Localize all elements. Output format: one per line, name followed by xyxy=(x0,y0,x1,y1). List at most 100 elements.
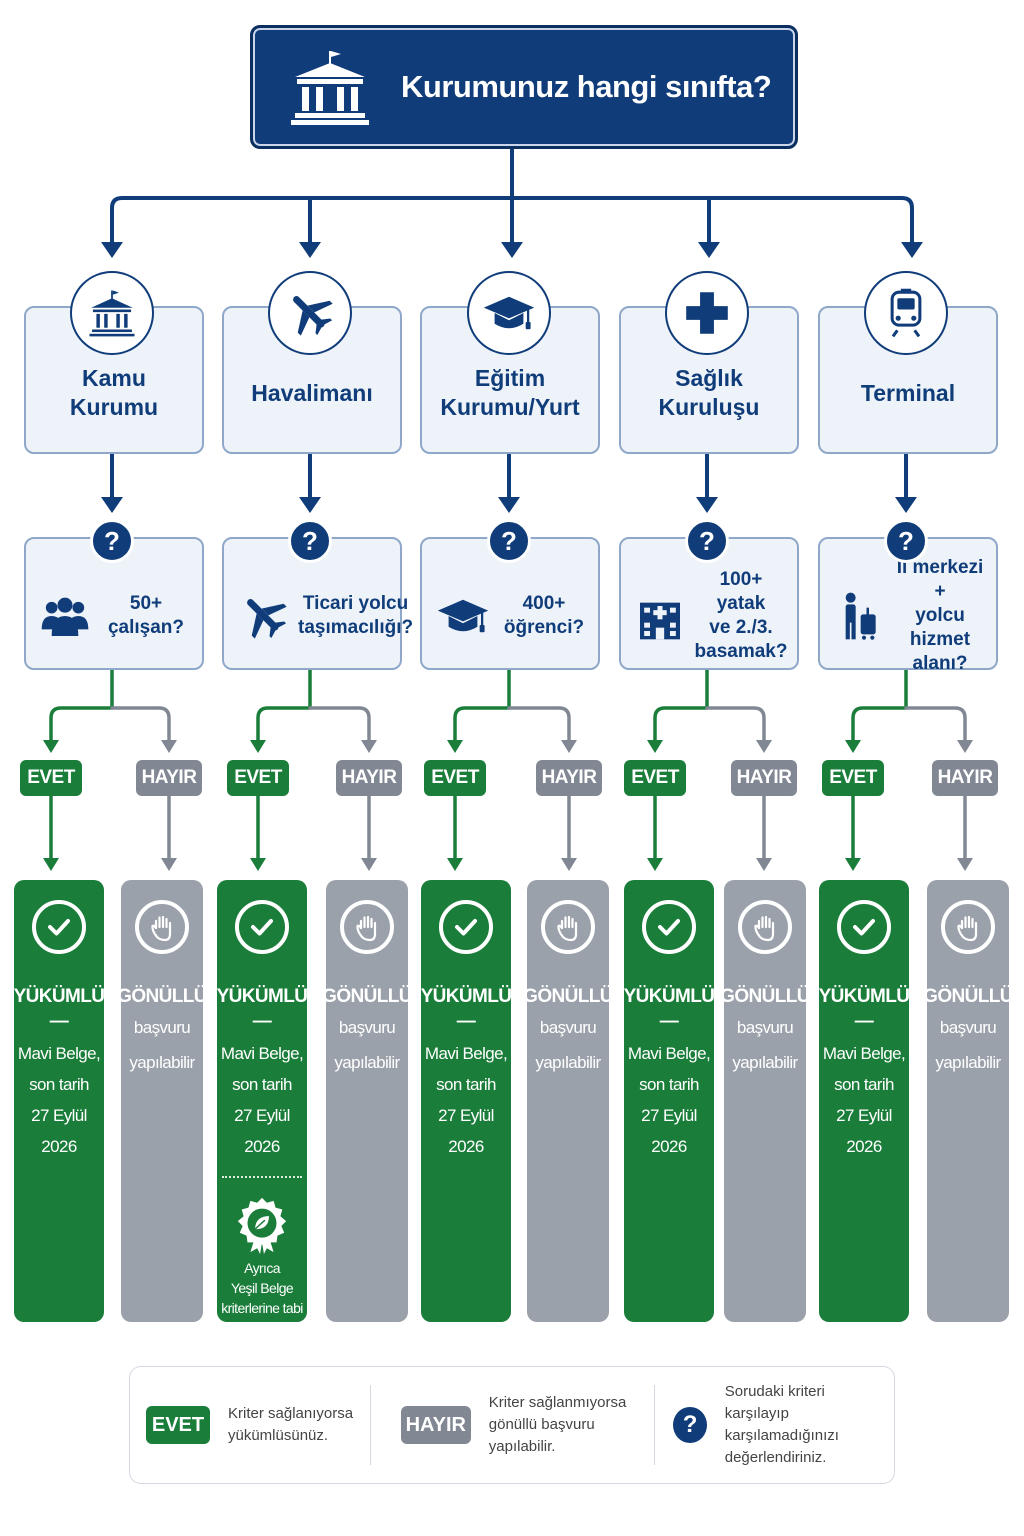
check-icon xyxy=(642,900,696,954)
airplane-icon xyxy=(268,271,352,355)
question-line: İl merkezi + xyxy=(896,556,984,602)
legend-question-icon: ? xyxy=(673,1407,707,1443)
result-line: Mavi Belge, xyxy=(627,1044,711,1063)
check-icon xyxy=(837,900,891,954)
medical-cross-icon xyxy=(665,271,749,355)
hospital-building-icon xyxy=(635,591,685,641)
question-mark-icon: ? xyxy=(90,519,134,563)
category-label-line: Eğitim xyxy=(474,365,546,391)
result-title: YÜKÜMLÜ xyxy=(13,986,105,1007)
question-line: çalışan? xyxy=(107,616,185,638)
result-title: YÜKÜMLÜ xyxy=(623,986,715,1007)
result-title: GÖNÜLLÜ xyxy=(523,986,613,1007)
result-dash: — xyxy=(49,1011,69,1032)
check-icon xyxy=(32,900,86,954)
result-line: Mavi Belge, xyxy=(220,1044,304,1063)
category-label: Terminal xyxy=(861,379,955,408)
result-line: son tarih xyxy=(834,1075,894,1094)
graduation-cap-icon xyxy=(467,271,551,355)
category-label-line: Terminal xyxy=(860,379,956,406)
result-line: 27 Eylül 2026 xyxy=(438,1106,494,1156)
result-line: yapılabilir xyxy=(732,1053,798,1072)
category-label-line: Havalimanı xyxy=(251,379,373,406)
no-pill: HAYIR xyxy=(932,760,998,796)
result-title: YÜKÜMLÜ xyxy=(216,986,308,1007)
institution-icon xyxy=(291,51,369,125)
result-dash: — xyxy=(659,1011,679,1032)
question-line: 400+ xyxy=(522,592,566,614)
result-line: başvuru xyxy=(539,1018,597,1037)
result-title: YÜKÜMLÜ xyxy=(420,986,512,1007)
question-line: alanı? xyxy=(912,652,968,674)
yes-pill: EVET xyxy=(822,760,884,796)
question-line: taşımacılığı? xyxy=(298,616,414,638)
no-pill: HAYIR xyxy=(536,760,602,796)
result-line: 27 Eylül 2026 xyxy=(836,1106,892,1156)
graduation-cap-icon xyxy=(436,591,490,641)
title-box: Kurumunuz hangi sınıfta? xyxy=(250,25,798,149)
result-dash: — xyxy=(456,1011,476,1032)
result-dash: — xyxy=(854,1011,874,1032)
question-line: Ticari yolcu xyxy=(302,592,409,614)
legend-divider xyxy=(369,1385,371,1465)
category-label-line: Kuruluşu xyxy=(658,394,760,420)
question-line: basamak? xyxy=(694,640,788,662)
no-pill: HAYIR xyxy=(136,760,202,796)
question-mark-icon: ? xyxy=(487,519,531,563)
result-title: GÖNÜLLÜ xyxy=(322,986,412,1007)
question-mark-icon: ? xyxy=(685,519,729,563)
result-line: Mavi Belge, xyxy=(424,1044,508,1063)
question-box: 400+öğrenci? xyxy=(420,537,600,670)
category-label-line: Kurumu xyxy=(69,394,159,420)
airplane-icon xyxy=(238,591,290,641)
result-column-yes: YÜKÜMLÜ — Mavi Belge, son tarih 27 Eylül 20… xyxy=(420,880,512,1322)
hand-stop-icon xyxy=(541,900,595,954)
yes-pill: EVET xyxy=(624,760,686,796)
result-line: 27 Eylül 2026 xyxy=(31,1106,87,1156)
question-line: 100+ yatak xyxy=(716,568,766,614)
result-line: yapılabilir xyxy=(129,1053,195,1072)
result-title: GÖNÜLLÜ xyxy=(117,986,207,1007)
check-icon xyxy=(439,900,493,954)
hand-stop-icon xyxy=(941,900,995,954)
result-dash: — xyxy=(252,1011,272,1032)
category-label-line: Kurumu/Yurt xyxy=(440,394,580,420)
people-group-icon xyxy=(40,591,90,641)
result-line: son tarih xyxy=(436,1075,496,1094)
result-line: başvuru xyxy=(736,1018,794,1037)
hand-stop-icon xyxy=(738,900,792,954)
train-icon xyxy=(864,271,948,355)
question-mark-icon: ? xyxy=(884,519,928,563)
result-line: son tarih xyxy=(29,1075,89,1094)
no-pill: HAYIR xyxy=(731,760,797,796)
result-line: başvuru xyxy=(338,1018,396,1037)
no-pill: HAYIR xyxy=(336,760,402,796)
result-line: 27 Eylül 2026 xyxy=(234,1106,290,1156)
result-title: YÜKÜMLÜ xyxy=(818,986,910,1007)
category-label-line: Kamu xyxy=(82,365,146,391)
result-column-no: GÖNÜLLÜ başvuru yapılabilir xyxy=(720,880,810,1322)
hand-stop-icon xyxy=(340,900,394,954)
question-line: öğrenci? xyxy=(503,616,585,638)
result-title: GÖNÜLLÜ xyxy=(720,986,810,1007)
result-line: 27 Eylül 2026 xyxy=(641,1106,697,1156)
